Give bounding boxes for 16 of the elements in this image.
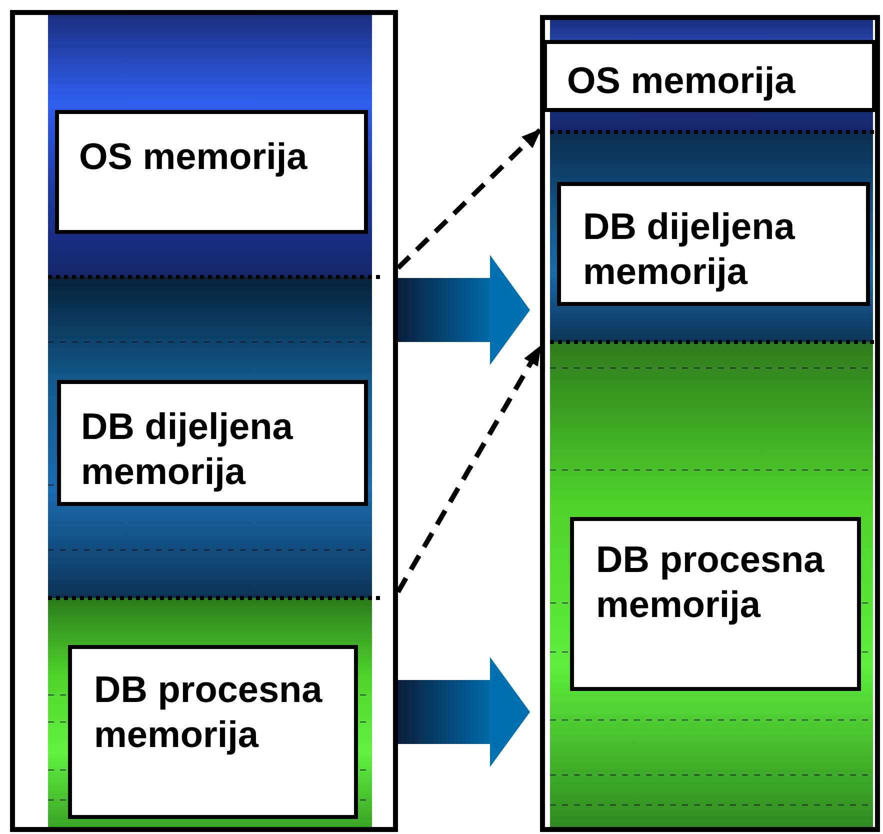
dashed-arrow xyxy=(396,128,542,270)
memory-label: OS memorija xyxy=(567,59,796,103)
memory-box xyxy=(557,182,870,306)
memory-box xyxy=(68,645,358,819)
memory-column xyxy=(540,15,880,832)
memory-label: DB dijeljena memorija xyxy=(583,205,796,294)
memory-label: DB procesna memorija xyxy=(94,668,324,758)
memory-label: DB dijeljena memorija xyxy=(81,405,294,494)
memory-box xyxy=(570,517,861,691)
memory-label: OS memorija xyxy=(79,135,308,179)
dashed-arrow xyxy=(396,345,542,594)
memory-column xyxy=(10,10,398,832)
memory-box xyxy=(57,380,368,506)
memory-label: DB procesna memorija xyxy=(596,538,826,628)
memory-box xyxy=(55,110,368,234)
memory-box xyxy=(543,40,876,112)
